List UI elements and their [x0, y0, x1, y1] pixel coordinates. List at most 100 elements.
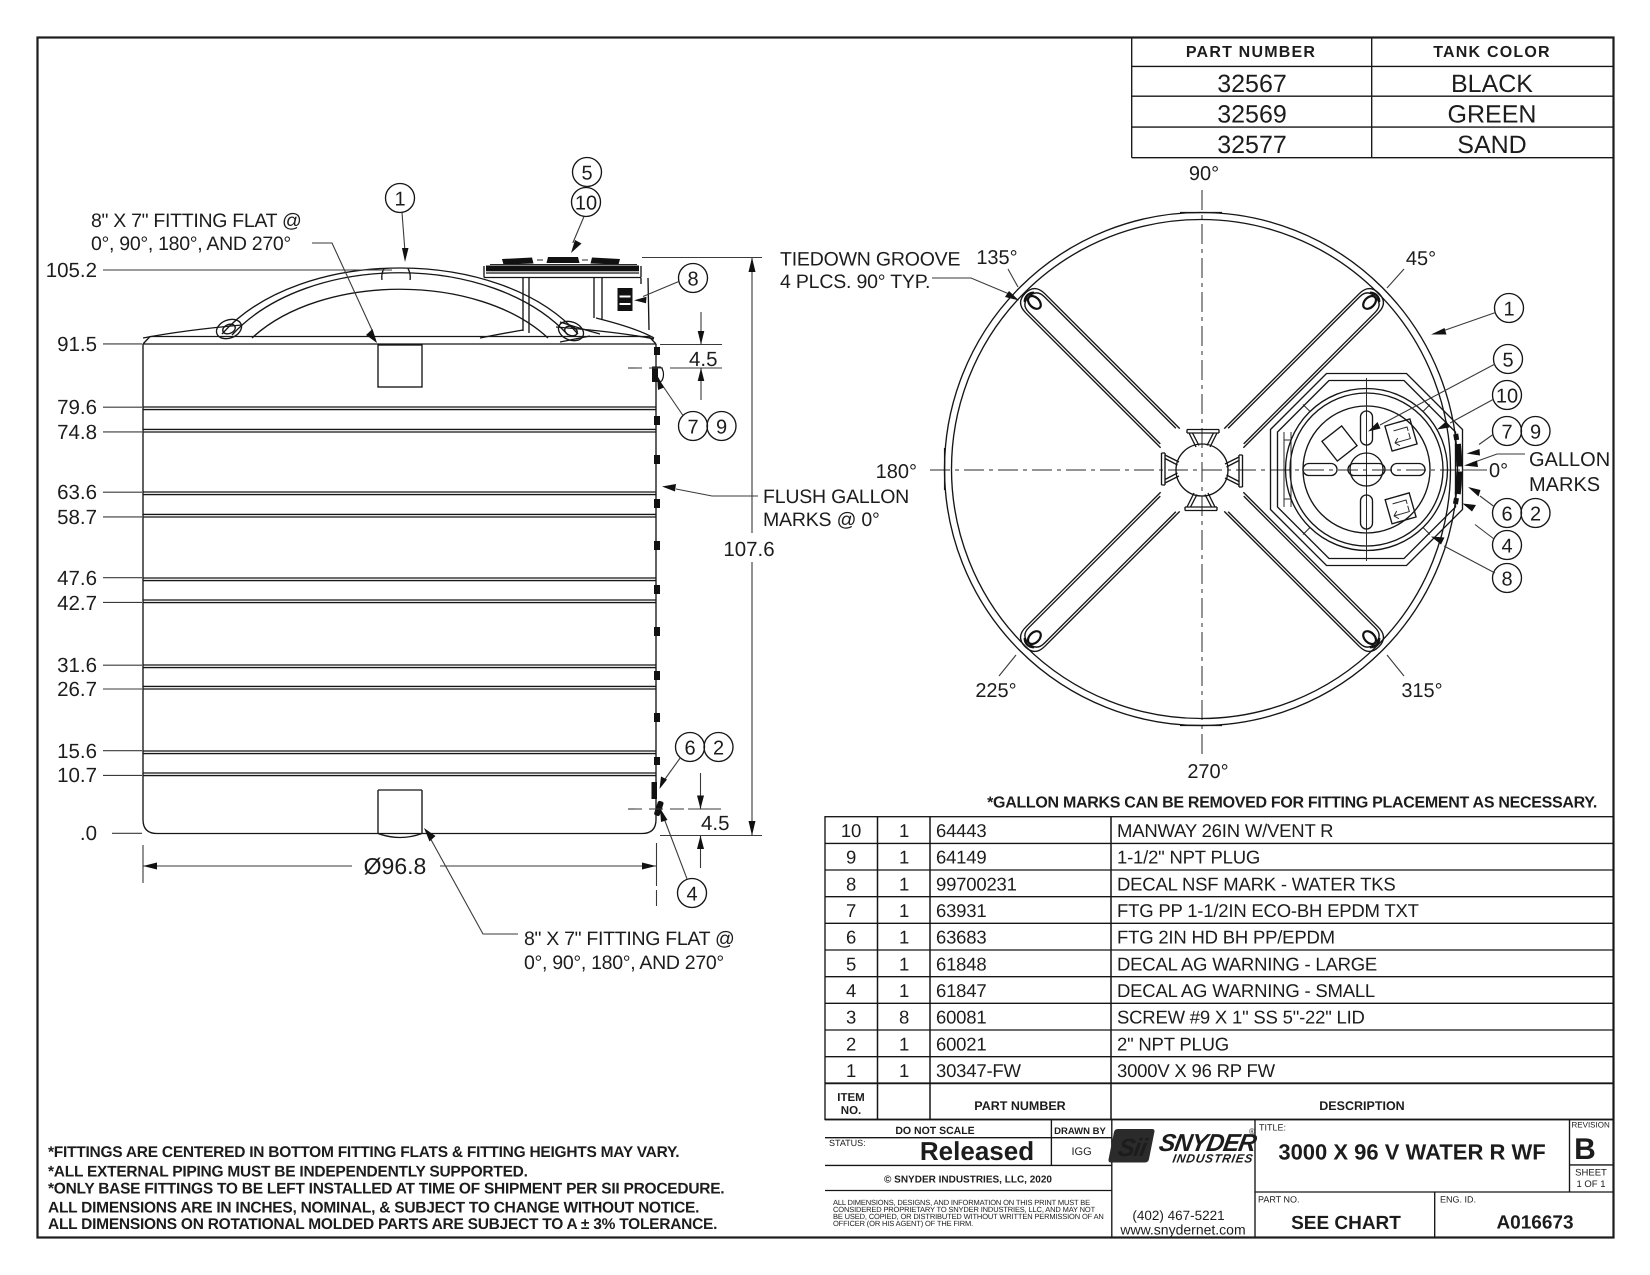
- svg-text:1: 1: [899, 1060, 909, 1081]
- svg-text:© SNYDER INDUSTRIES, LLC, 2020: © SNYDER INDUSTRIES, LLC, 2020: [884, 1175, 1052, 1186]
- svg-text:1 OF 1: 1 OF 1: [1576, 1179, 1605, 1190]
- svg-text:STATUS:: STATUS:: [829, 1138, 866, 1148]
- svg-text:30347-FW: 30347-FW: [936, 1060, 1022, 1081]
- svg-text:32577: 32577: [1217, 131, 1287, 159]
- svg-text:9: 9: [716, 417, 727, 439]
- svg-text:4: 4: [686, 884, 697, 906]
- svg-text:MARKS: MARKS: [1529, 474, 1600, 496]
- svg-text:64149: 64149: [936, 847, 986, 868]
- svg-text:10: 10: [575, 193, 597, 215]
- svg-text:107.6: 107.6: [723, 538, 774, 561]
- svg-text:BE USED, COPIED, OR DISTRIBUTE: BE USED, COPIED, OR DISTRIBUTED WITHOUT …: [833, 1212, 1104, 1221]
- svg-text:BLACK: BLACK: [1451, 70, 1533, 98]
- svg-text:63931: 63931: [936, 900, 986, 921]
- svg-text:INDUSTRIES: INDUSTRIES: [1171, 1152, 1254, 1166]
- svg-text:10.7: 10.7: [57, 764, 97, 787]
- svg-text:DESCRIPTION: DESCRIPTION: [1319, 1099, 1404, 1113]
- svg-text:8: 8: [846, 873, 856, 894]
- svg-text:.0: .0: [80, 822, 97, 845]
- svg-text:PART NO.: PART NO.: [1258, 1195, 1300, 1205]
- svg-text:1: 1: [899, 847, 909, 868]
- svg-text:8" X 7" FITTING FLAT @: 8" X 7" FITTING FLAT @: [524, 928, 735, 950]
- svg-text:®: ®: [1249, 1127, 1255, 1136]
- svg-text:ENG. ID.: ENG. ID.: [1440, 1195, 1476, 1205]
- svg-text:PART NUMBER: PART NUMBER: [1186, 44, 1316, 61]
- svg-text:79.6: 79.6: [57, 396, 97, 419]
- svg-text:2: 2: [846, 1033, 856, 1054]
- svg-text:6: 6: [684, 738, 695, 760]
- svg-text:TANK COLOR: TANK COLOR: [1433, 44, 1550, 61]
- svg-text:OFFICER (OR HIS AGENT) OF THE: OFFICER (OR HIS AGENT) OF THE FIRM.: [833, 1219, 973, 1228]
- svg-text:1: 1: [899, 873, 909, 894]
- svg-text:0°, 90°, 180°, AND 270°: 0°, 90°, 180°, AND 270°: [524, 952, 724, 974]
- svg-text:SHEET: SHEET: [1575, 1168, 1607, 1179]
- svg-text:PART NUMBER: PART NUMBER: [974, 1099, 1065, 1113]
- svg-text:ALL DIMENSIONS, DESIGNS, AND I: ALL DIMENSIONS, DESIGNS, AND INFORMATION…: [833, 1198, 1090, 1207]
- svg-text:ITEM: ITEM: [837, 1092, 864, 1104]
- svg-text:225°: 225°: [975, 680, 1016, 702]
- svg-text:B: B: [1574, 1133, 1596, 1166]
- svg-text:4 PLCS. 90° TYP.: 4 PLCS. 90° TYP.: [780, 271, 930, 293]
- svg-text:58.7: 58.7: [57, 506, 97, 529]
- svg-text:9: 9: [1530, 422, 1541, 444]
- svg-text:1: 1: [899, 927, 909, 948]
- svg-text:DECAL AG WARNING - SMALL: DECAL AG WARNING - SMALL: [1117, 980, 1375, 1001]
- svg-text:SAND: SAND: [1457, 131, 1526, 159]
- svg-text:1: 1: [899, 980, 909, 1001]
- svg-text:2: 2: [713, 738, 724, 760]
- svg-text:31.6: 31.6: [57, 654, 97, 677]
- svg-text:74.8: 74.8: [57, 421, 97, 444]
- svg-text:MANWAY 26IN W/VENT R: MANWAY 26IN W/VENT R: [1117, 820, 1333, 841]
- svg-text:4: 4: [846, 980, 856, 1001]
- svg-text:9: 9: [846, 847, 856, 868]
- svg-text:TITLE:: TITLE:: [1259, 1123, 1286, 1133]
- svg-text:Ø96.8: Ø96.8: [364, 853, 427, 879]
- svg-text:8: 8: [687, 269, 698, 291]
- svg-text:0°: 0°: [1489, 460, 1508, 482]
- svg-text:FTG 2IN HD BH PP/EPDM: FTG 2IN HD BH PP/EPDM: [1117, 927, 1335, 948]
- svg-text:180°: 180°: [876, 461, 917, 483]
- svg-text:Released: Released: [920, 1136, 1034, 1166]
- svg-text:TIEDOWN GROOVE: TIEDOWN GROOVE: [780, 249, 960, 271]
- svg-text:4.5: 4.5: [701, 812, 730, 835]
- svg-text:DO NOT SCALE: DO NOT SCALE: [895, 1125, 974, 1137]
- svg-text:SNYDER: SNYDER: [1157, 1130, 1259, 1157]
- svg-text:135°: 135°: [976, 247, 1017, 269]
- svg-text:5: 5: [846, 953, 856, 974]
- svg-text:2" NPT PLUG: 2" NPT PLUG: [1117, 1033, 1229, 1054]
- svg-text:3000V X 96 RP FW: 3000V X 96 RP FW: [1117, 1060, 1276, 1081]
- svg-text:8" X 7" FITTING FLAT @: 8" X 7" FITTING FLAT @: [91, 210, 302, 232]
- svg-text:NO.: NO.: [841, 1105, 861, 1117]
- svg-text:47.6: 47.6: [57, 567, 97, 590]
- svg-text:3: 3: [846, 1007, 856, 1028]
- svg-text:FLUSH GALLON: FLUSH GALLON: [763, 486, 909, 508]
- svg-text:4.5: 4.5: [689, 348, 718, 371]
- svg-text:1-1/2" NPT PLUG: 1-1/2" NPT PLUG: [1117, 847, 1260, 868]
- svg-text:1: 1: [1503, 299, 1514, 321]
- svg-text:SCREW #9 X 1" SS 5"-22" LID: SCREW #9 X 1" SS 5"-22" LID: [1117, 1007, 1365, 1028]
- svg-text:270°: 270°: [1187, 761, 1228, 783]
- svg-text:ALL DIMENSIONS ARE IN INCHES,: ALL DIMENSIONS ARE IN INCHES, NOMINAL, &…: [48, 1200, 699, 1217]
- svg-text:15.6: 15.6: [57, 740, 97, 763]
- svg-text:2: 2: [1530, 504, 1541, 526]
- svg-text:SEE CHART: SEE CHART: [1291, 1213, 1401, 1234]
- svg-text:61848: 61848: [936, 953, 986, 974]
- svg-text:*ALL EXTERNAL PIPING MUST BE I: *ALL EXTERNAL PIPING MUST BE INDEPENDENT…: [48, 1164, 528, 1181]
- svg-text:26.7: 26.7: [57, 678, 97, 701]
- svg-text:63.6: 63.6: [57, 481, 97, 504]
- svg-text:61847: 61847: [936, 980, 986, 1001]
- svg-text:10: 10: [1496, 386, 1518, 408]
- svg-text:DECAL AG WARNING - LARGE: DECAL AG WARNING - LARGE: [1117, 953, 1377, 974]
- svg-text:8: 8: [1501, 569, 1512, 591]
- svg-text:4: 4: [1501, 536, 1512, 558]
- svg-text:105.2: 105.2: [46, 259, 97, 282]
- svg-text:60081: 60081: [936, 1007, 986, 1028]
- svg-text:FTG PP 1-1/2IN ECO-BH EPDM TXT: FTG PP 1-1/2IN ECO-BH EPDM TXT: [1117, 900, 1419, 921]
- svg-text:*ONLY BASE FITTINGS TO BE LEFT: *ONLY BASE FITTINGS TO BE LEFT INSTALLED…: [48, 1181, 724, 1198]
- svg-text:DECAL NSF MARK - WATER TKS: DECAL NSF MARK - WATER TKS: [1117, 873, 1396, 894]
- svg-text:CONSIDERED PROPRIETARY TO SNYD: CONSIDERED PROPRIETARY TO SNYDER INDUSTR…: [833, 1205, 1096, 1214]
- svg-text:*GALLON MARKS CAN BE REMOVED F: *GALLON MARKS CAN BE REMOVED FOR FITTING…: [987, 795, 1597, 812]
- svg-text:99700231: 99700231: [936, 873, 1017, 894]
- svg-text:7: 7: [1501, 422, 1512, 444]
- svg-text:GREEN: GREEN: [1448, 101, 1537, 129]
